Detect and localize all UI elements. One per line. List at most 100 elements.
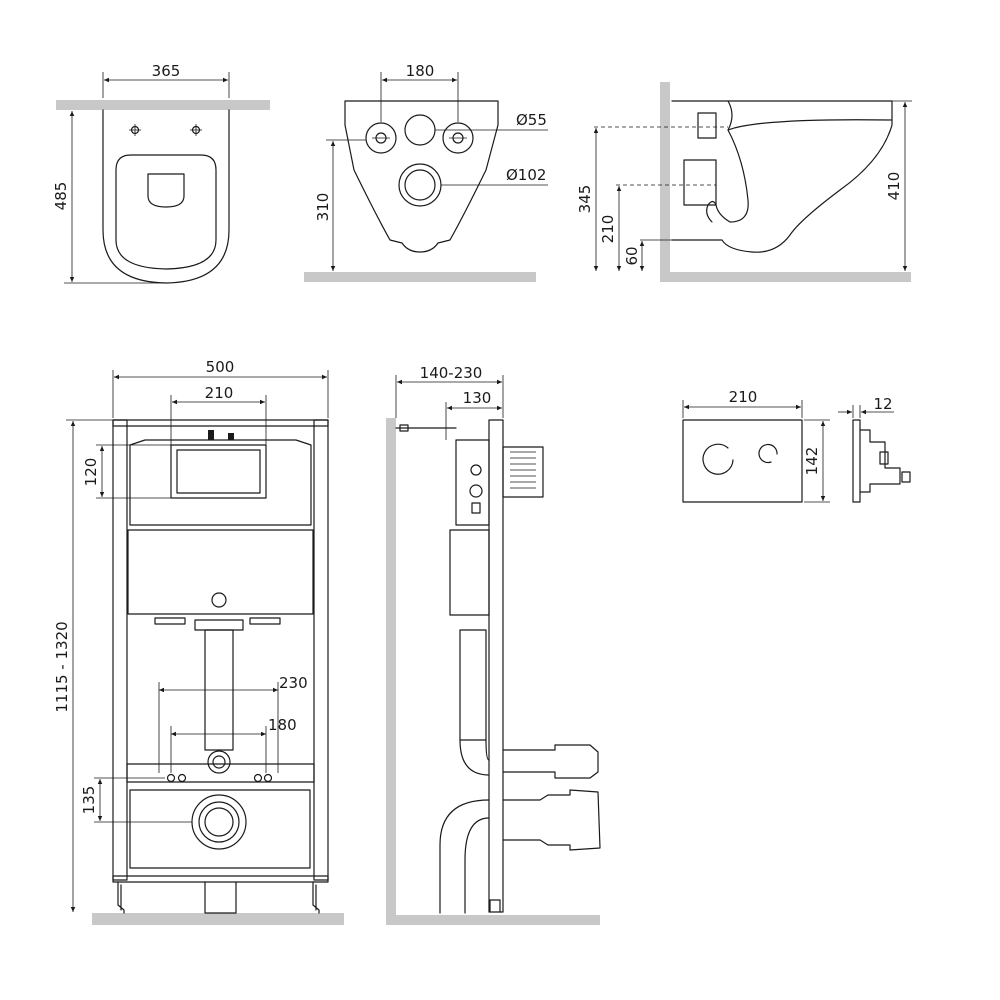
- dim-label-stud-outer: 230: [279, 674, 308, 692]
- dim-label-small-hole: Ø55: [516, 111, 547, 129]
- cistern-lower-tank: [127, 529, 314, 615]
- frame-side-floor: [386, 915, 600, 925]
- flush-button-half-icon: [758, 443, 778, 464]
- dim-label-frame-outlet: 135: [80, 786, 98, 815]
- top-view-drain: [147, 173, 185, 208]
- dim-label-bottom-height: 60: [623, 246, 641, 265]
- side-view-outlet: [683, 159, 717, 206]
- flush-plate-mechanism: [859, 429, 901, 493]
- dim-label-plate-width: 210: [729, 388, 758, 406]
- rear-view-floor: [304, 272, 536, 282]
- frame-side-foot: [489, 899, 501, 913]
- dim-label-frame-depth-range: 140-230: [420, 364, 483, 382]
- frame-side-flush-bend: [459, 739, 490, 776]
- frame-side-drain-bend: [439, 799, 490, 914]
- top-view: 365 485: [52, 62, 270, 284]
- cistern-body: [129, 439, 312, 526]
- flush-plate-side: [852, 419, 861, 503]
- frame-right-post: [313, 419, 329, 881]
- dim-label-total-height: 410: [885, 172, 903, 201]
- top-view-bolt-holes: [129, 124, 202, 136]
- dim-rear-outlet: Ø102: [441, 166, 548, 186]
- dim-label-rear-bolts: 180: [406, 62, 435, 80]
- frame-side-actuator: [502, 446, 544, 498]
- frame-side-flush-connector: [502, 744, 599, 779]
- dim-plate-thickness: 12: [838, 395, 894, 418]
- dim-plate-width: 210: [682, 388, 803, 418]
- frame-side-cistern: [455, 439, 490, 526]
- dim-label-plate-height: 142: [803, 447, 821, 476]
- flush-plate-view: 210 142 12: [682, 388, 911, 503]
- side-view-trap: [706, 129, 749, 223]
- frame-drain-stub: [204, 881, 237, 914]
- dim-side-total: 410: [885, 100, 912, 271]
- dim-label-outlet: Ø102: [506, 166, 546, 184]
- dim-label-top-width: 365: [152, 62, 181, 80]
- drain-outlet: [191, 794, 247, 850]
- side-view-rim: [727, 100, 893, 131]
- frame-side-wall: [386, 418, 396, 925]
- flush-plate-front: [682, 419, 803, 503]
- dim-frame-height: 1115 - 1320: [53, 419, 113, 912]
- rear-view-bolt-right: [442, 122, 474, 154]
- frame-feet: [117, 881, 320, 914]
- frame-left-post: [112, 419, 128, 881]
- dim-frame-stud-inner: 180: [170, 716, 297, 773]
- frame-side-drain-connector: [502, 789, 601, 851]
- dim-frame-panel-height: 120: [82, 444, 171, 499]
- dim-top-depth: 485: [52, 111, 164, 284]
- dim-label-frame-width: 500: [206, 358, 235, 376]
- dim-side-outlet: 210: [599, 186, 622, 271]
- frame-front-view: 500 210 120 1115 - 1320 230 180: [53, 358, 344, 925]
- rear-view-bowl-outline: [344, 100, 499, 253]
- side-view: 345 210 60 410: [576, 82, 912, 282]
- dim-top-width: 365: [102, 62, 230, 98]
- frame-side-tank: [449, 529, 490, 616]
- dim-label-stud-inner: 180: [268, 716, 297, 734]
- side-view-inlet: [697, 112, 717, 139]
- dim-side-bottom: 60: [623, 241, 645, 271]
- side-view-bowl-outline: [671, 100, 893, 253]
- dim-label-panel-height: 120: [82, 458, 100, 487]
- dim-frame-width: 500: [112, 358, 329, 418]
- dim-side-inlet: 345: [576, 127, 599, 271]
- top-view-bowl-inner: [115, 154, 217, 270]
- dim-label-frame-depth: 130: [463, 389, 492, 407]
- frame-bottom-rail: [112, 875, 329, 883]
- dim-frame-stud-outer: 230: [158, 674, 308, 773]
- dim-rear-small-hole: Ø55: [435, 111, 548, 131]
- frame-side-post: [488, 419, 504, 913]
- frame-front-floor: [92, 913, 344, 925]
- frame-lower-bracket: [129, 789, 311, 869]
- side-view-wall: [660, 82, 670, 280]
- frame-stud-holes: [166, 773, 273, 783]
- rear-view-inlet-hole: [404, 114, 436, 146]
- front-service-opening: [170, 444, 267, 499]
- dim-frame-panel-width: 210: [170, 384, 267, 445]
- dim-frame-side-depth: 130: [445, 389, 502, 440]
- top-view-wall: [56, 100, 270, 110]
- dim-frame-side-range: 140-230: [395, 364, 504, 418]
- side-view-floor: [660, 272, 911, 282]
- cistern-feet: [154, 617, 281, 625]
- dim-rear-bolts: 180: [380, 62, 459, 122]
- rear-view-bolt-left: [365, 122, 397, 154]
- rear-view: 180 Ø55 Ø102 310: [304, 62, 548, 282]
- dim-label-top-depth: 485: [52, 182, 70, 211]
- top-view-bowl-outline: [102, 109, 230, 284]
- dim-label-panel-width: 210: [205, 384, 234, 402]
- dim-label-frame-height: 1115 - 1320: [53, 621, 71, 712]
- dim-label-inlet-height: 345: [576, 185, 594, 214]
- dim-plate-height: 142: [803, 419, 830, 503]
- cistern-logo-icon: [211, 592, 227, 608]
- flush-pipe-outlet: [207, 750, 231, 774]
- dim-label-plate-thickness: 12: [873, 395, 892, 413]
- dim-rear-height: 310: [314, 139, 366, 271]
- frame-side-view: 140-230 130: [386, 364, 601, 925]
- frame-top-rail: [112, 419, 329, 427]
- flush-button-full-icon: [702, 443, 734, 475]
- frame-mounting-rail: [126, 763, 315, 783]
- dim-label-outlet-height: 210: [599, 215, 617, 244]
- frame-side-flush-pipe: [459, 629, 487, 741]
